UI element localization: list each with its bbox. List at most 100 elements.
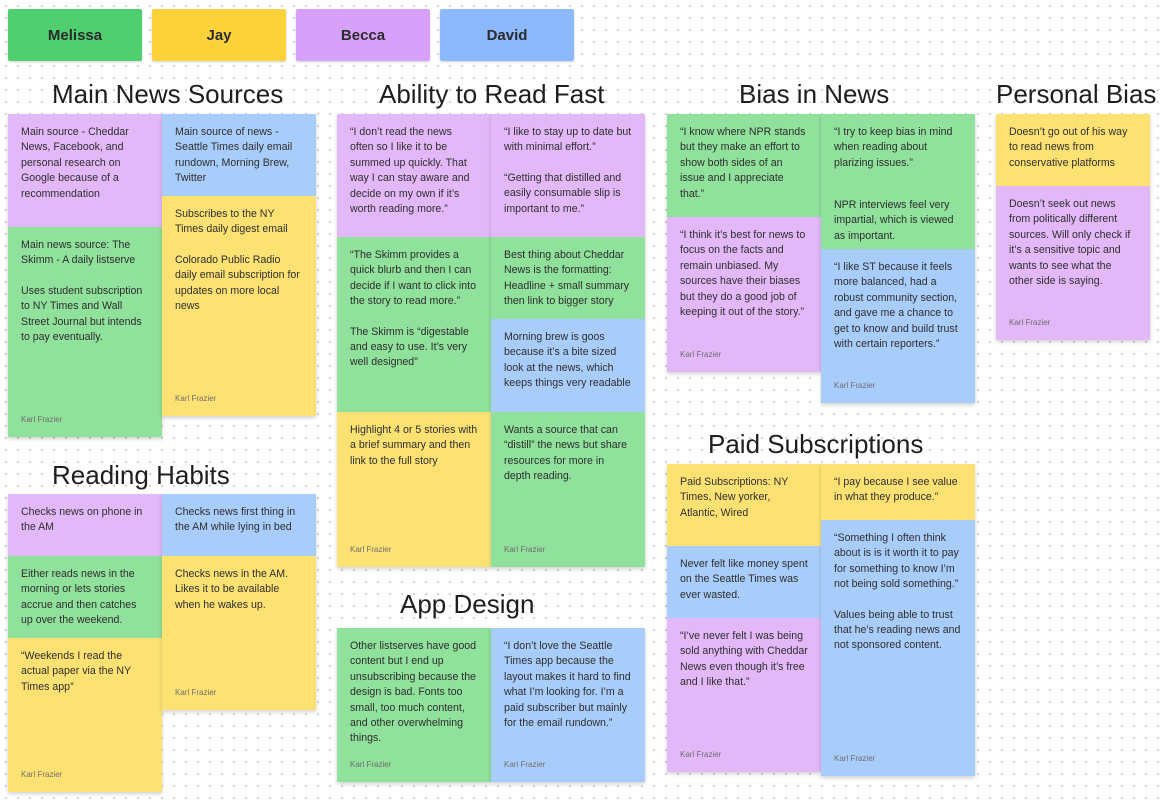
section-title-main-news-sources: Main News Sources	[52, 79, 284, 109]
sticky-note[interactable]: “I’ve never felt I was being sold anythi…	[667, 618, 821, 772]
note-text: “I like ST because it feels more balance…	[834, 261, 958, 351]
sticky-note[interactable]: Either reads news in the morning or lets…	[8, 556, 162, 638]
legend-david[interactable]: David	[440, 9, 574, 61]
sticky-note[interactable]: “Weekends I read the actual paper via th…	[8, 638, 162, 792]
note-text: Paid Subscriptions: NY Times, New yorker…	[680, 476, 789, 519]
note-text: Wants a source that can “distill” the ne…	[504, 424, 628, 483]
section-title-bias-in-news: Bias in News	[739, 79, 890, 109]
sticky-note[interactable]: Subscribes to the NY Times daily digest …	[162, 196, 316, 416]
note-text: “I try to keep bias in mind when reading…	[834, 126, 953, 169]
note-author: Karl Frazier	[175, 393, 217, 403]
note-text: “I don’t love the Seattle Times app beca…	[504, 640, 631, 730]
sticky-column: Main source of news - Seattle Times dail…	[162, 114, 316, 416]
note-text: Checks news first thing in the AM while …	[175, 506, 296, 534]
note-text: “I know where NPR stands but they make a…	[680, 126, 806, 200]
note-text: “I’ve never felt I was being sold anythi…	[680, 630, 808, 689]
legend-becca[interactable]: Becca	[296, 9, 430, 61]
sticky-note[interactable]: Highlight 4 or 5 stories with a brief su…	[337, 412, 491, 567]
note-text: Main source - Cheddar News, Facebook, an…	[21, 126, 129, 200]
note-text: “I think it’s best for news to focus on …	[680, 229, 806, 319]
note-text: “Getting that distilled and easily consu…	[504, 171, 622, 215]
note-text: Highlight 4 or 5 stories with a brief su…	[350, 424, 478, 467]
section-title-app-design: App Design	[400, 589, 535, 619]
note-author: Karl Frazier	[1009, 317, 1051, 327]
sticky-note[interactable]: “I pay because I see value in what they …	[821, 464, 975, 520]
sticky-column: Other listserves have good content but I…	[337, 628, 491, 782]
section-title-paid-subscriptions: Paid Subscriptions	[708, 429, 924, 459]
sticky-note[interactable]: Checks news on phone in the AM	[8, 494, 162, 556]
legend-melissa[interactable]: Melissa	[8, 9, 142, 61]
sticky-note[interactable]: Checks news in the AM. Likes it to be av…	[162, 556, 316, 710]
note-text: “I like to stay up to date but with mini…	[504, 126, 632, 154]
note-text: Uses student subscription to NY Times an…	[21, 284, 143, 344]
note-text: Main news source: The Skimm - A daily li…	[21, 239, 136, 267]
sticky-column: “I pay because I see value in what they …	[821, 464, 975, 776]
note-text: Subscribes to the NY Times daily digest …	[175, 208, 288, 236]
sticky-note[interactable]: “I like to stay up to date but with mini…	[491, 114, 645, 237]
sticky-note[interactable]: “I think it’s best for news to focus on …	[667, 217, 821, 372]
note-author: Karl Frazier	[504, 759, 546, 769]
sticky-column: Checks news first thing in the AM while …	[162, 494, 316, 710]
sticky-note[interactable]: Main news source: The Skimm - A daily li…	[8, 227, 162, 437]
sticky-column: “I try to keep bias in mind when reading…	[821, 114, 975, 403]
note-author: Karl Frazier	[350, 544, 392, 554]
note-text: NPR interviews feel very impartial, whic…	[834, 199, 954, 242]
sticky-note[interactable]: “I like ST because it feels more balance…	[821, 249, 975, 403]
note-author: Karl Frazier	[175, 687, 217, 697]
sticky-column: “I don’t read the news often so I like i…	[337, 114, 491, 567]
sticky-column: “I don’t love the Seattle Times app beca…	[491, 628, 645, 782]
sticky-note[interactable]: Morning brew is goos because it’s a bite…	[491, 319, 645, 412]
note-text: “I don’t read the news often so I like i…	[350, 126, 470, 216]
sticky-note[interactable]: “I don’t love the Seattle Times app beca…	[491, 628, 645, 782]
note-text: Best thing about Cheddar News is the for…	[504, 249, 630, 308]
note-text: Doesn’t go out of his way to read news f…	[1009, 126, 1128, 169]
sticky-note[interactable]: “I try to keep bias in mind when reading…	[821, 114, 975, 187]
sticky-column: Main source - Cheddar News, Facebook, an…	[8, 114, 162, 437]
sticky-note[interactable]: “The Skimm provides a quick blurb and th…	[337, 237, 491, 412]
note-text: Checks news in the AM. Likes it to be av…	[175, 568, 289, 611]
sticky-column: Paid Subscriptions: NY Times, New yorker…	[667, 464, 821, 772]
note-author: Karl Frazier	[680, 749, 722, 759]
sticky-column: Checks news on phone in the AM Either re…	[8, 494, 162, 792]
note-author: Karl Frazier	[834, 753, 876, 763]
note-author: Karl Frazier	[834, 380, 876, 390]
note-text: Either reads news in the morning or lets…	[21, 568, 137, 627]
sticky-note[interactable]: Paid Subscriptions: NY Times, New yorker…	[667, 464, 821, 546]
note-text: Morning brew is goos because it’s a bite…	[504, 331, 631, 390]
note-author: Karl Frazier	[350, 759, 392, 769]
note-text: Doesn’t seek out news from politically d…	[1009, 198, 1131, 288]
note-author: Karl Frazier	[504, 544, 546, 554]
section-title-ability-to-read-fast: Ability to Read Fast	[379, 79, 605, 109]
note-text: “Weekends I read the actual paper via th…	[21, 650, 131, 693]
sticky-note[interactable]: Main source - Cheddar News, Facebook, an…	[8, 114, 162, 227]
sticky-column: “I like to stay up to date but with mini…	[491, 114, 645, 567]
sticky-note[interactable]: “I know where NPR stands but they make a…	[667, 114, 821, 217]
section-title-reading-habits: Reading Habits	[52, 460, 230, 490]
note-text: Main source of news - Seattle Times dail…	[175, 126, 293, 185]
sticky-note[interactable]: “Something I often think about is is it …	[821, 520, 975, 776]
sticky-note[interactable]: Never felt like money spent on the Seatt…	[667, 546, 821, 618]
sticky-note[interactable]: NPR interviews feel very impartial, whic…	[821, 187, 975, 249]
sticky-column: “I know where NPR stands but they make a…	[667, 114, 821, 372]
note-text: Values being able to trust that he’s rea…	[834, 608, 961, 652]
note-text: “I pay because I see value in what they …	[834, 476, 958, 504]
sticky-note[interactable]: Other listserves have good content but I…	[337, 628, 491, 782]
note-author: Karl Frazier	[21, 414, 63, 424]
sticky-note[interactable]: Wants a source that can “distill” the ne…	[491, 412, 645, 567]
legend-jay[interactable]: Jay	[152, 9, 286, 61]
note-text: “The Skimm provides a quick blurb and th…	[350, 249, 477, 308]
sticky-note[interactable]: Doesn’t seek out news from politically d…	[996, 186, 1150, 340]
section-title-personal-bias: Personal Bias	[996, 79, 1157, 109]
note-author: Karl Frazier	[21, 769, 63, 779]
note-text: Other listserves have good content but I…	[350, 640, 477, 745]
sticky-note[interactable]: Checks news first thing in the AM while …	[162, 494, 316, 556]
note-author: Karl Frazier	[680, 349, 722, 359]
sticky-note[interactable]: Best thing about Cheddar News is the for…	[491, 237, 645, 319]
note-text: Never felt like money spent on the Seatt…	[680, 558, 808, 601]
sticky-note[interactable]: “I don’t read the news often so I like i…	[337, 114, 491, 237]
note-text: Colorado Public Radio daily email subscr…	[175, 253, 300, 313]
sticky-note[interactable]: Doesn’t go out of his way to read news f…	[996, 114, 1150, 186]
note-text: Checks news on phone in the AM	[21, 506, 143, 534]
note-text: The Skimm is “digestable and easy to use…	[350, 325, 469, 369]
sticky-note[interactable]: Main source of news - Seattle Times dail…	[162, 114, 316, 196]
